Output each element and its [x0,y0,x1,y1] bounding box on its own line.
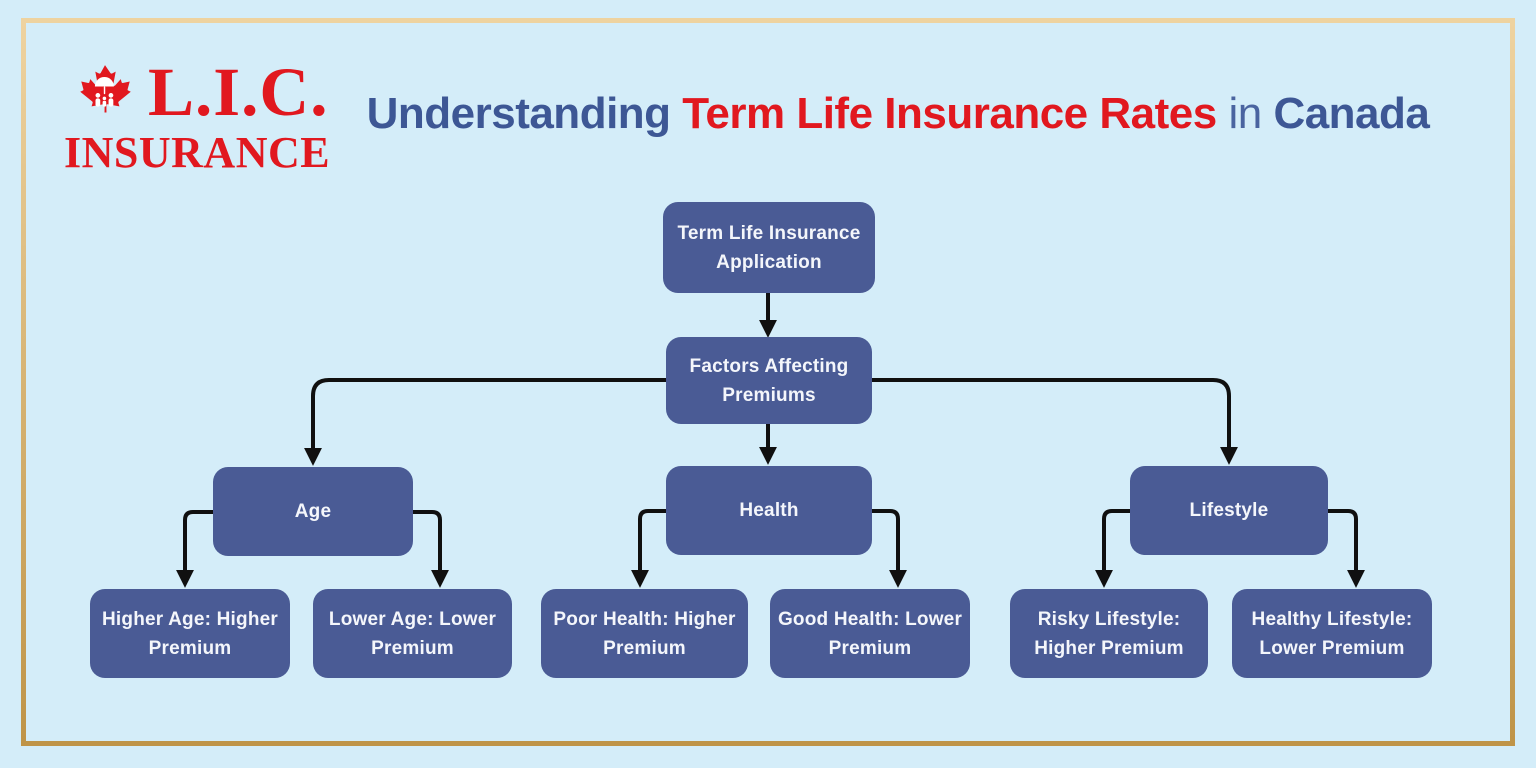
edge-lifestyle-healthy [1328,509,1365,588]
node-higher-age-higher-premium: Higher Age: Higher Premium [90,589,290,678]
edge-lifestyle-risky [1095,509,1130,588]
title-part-in: in [1228,89,1262,138]
node-term-life-insurance-application: Term Life Insurance Application [663,202,875,293]
node-poor-health-higher-premium: Poor Health: Higher Premium [541,589,748,678]
logo-text-insurance: INSURANCE [64,128,331,177]
logo-text-lic: L.I.C. [148,54,329,130]
node-lifestyle: Lifestyle [1130,466,1328,555]
title-part-term-life-insurance-rates: Term Life Insurance Rates [682,89,1217,138]
edge-age-lower [413,510,449,588]
title-part-understanding: Understanding [366,89,671,138]
family-umbrella-icon [94,76,114,107]
edge-health-poor [631,509,666,588]
maple-leaf-icon [80,65,131,113]
edge-factors-lifestyle [872,378,1238,465]
node-good-health-lower-premium: Good Health: Lower Premium [770,589,970,678]
node-risky-lifestyle-higher-premium: Risky Lifestyle: Higher Premium [1010,589,1208,678]
edge-age-higher [176,510,213,588]
edge-factors-age [304,378,666,466]
node-factors-affecting-premiums: Factors Affecting Premiums [666,337,872,424]
edge-health-good [872,509,907,588]
node-health: Health [666,466,872,555]
node-age: Age [213,467,413,556]
node-healthy-lifestyle-lower-premium: Healthy Lifestyle: Lower Premium [1232,589,1432,678]
title-part-canada: Canada [1273,89,1430,138]
node-lower-age-lower-premium: Lower Age: Lower Premium [313,589,512,678]
page-title: Understanding Term Life Insurance Rates … [330,88,1466,140]
brand-logo: L.I.C. INSURANCE [64,48,344,177]
